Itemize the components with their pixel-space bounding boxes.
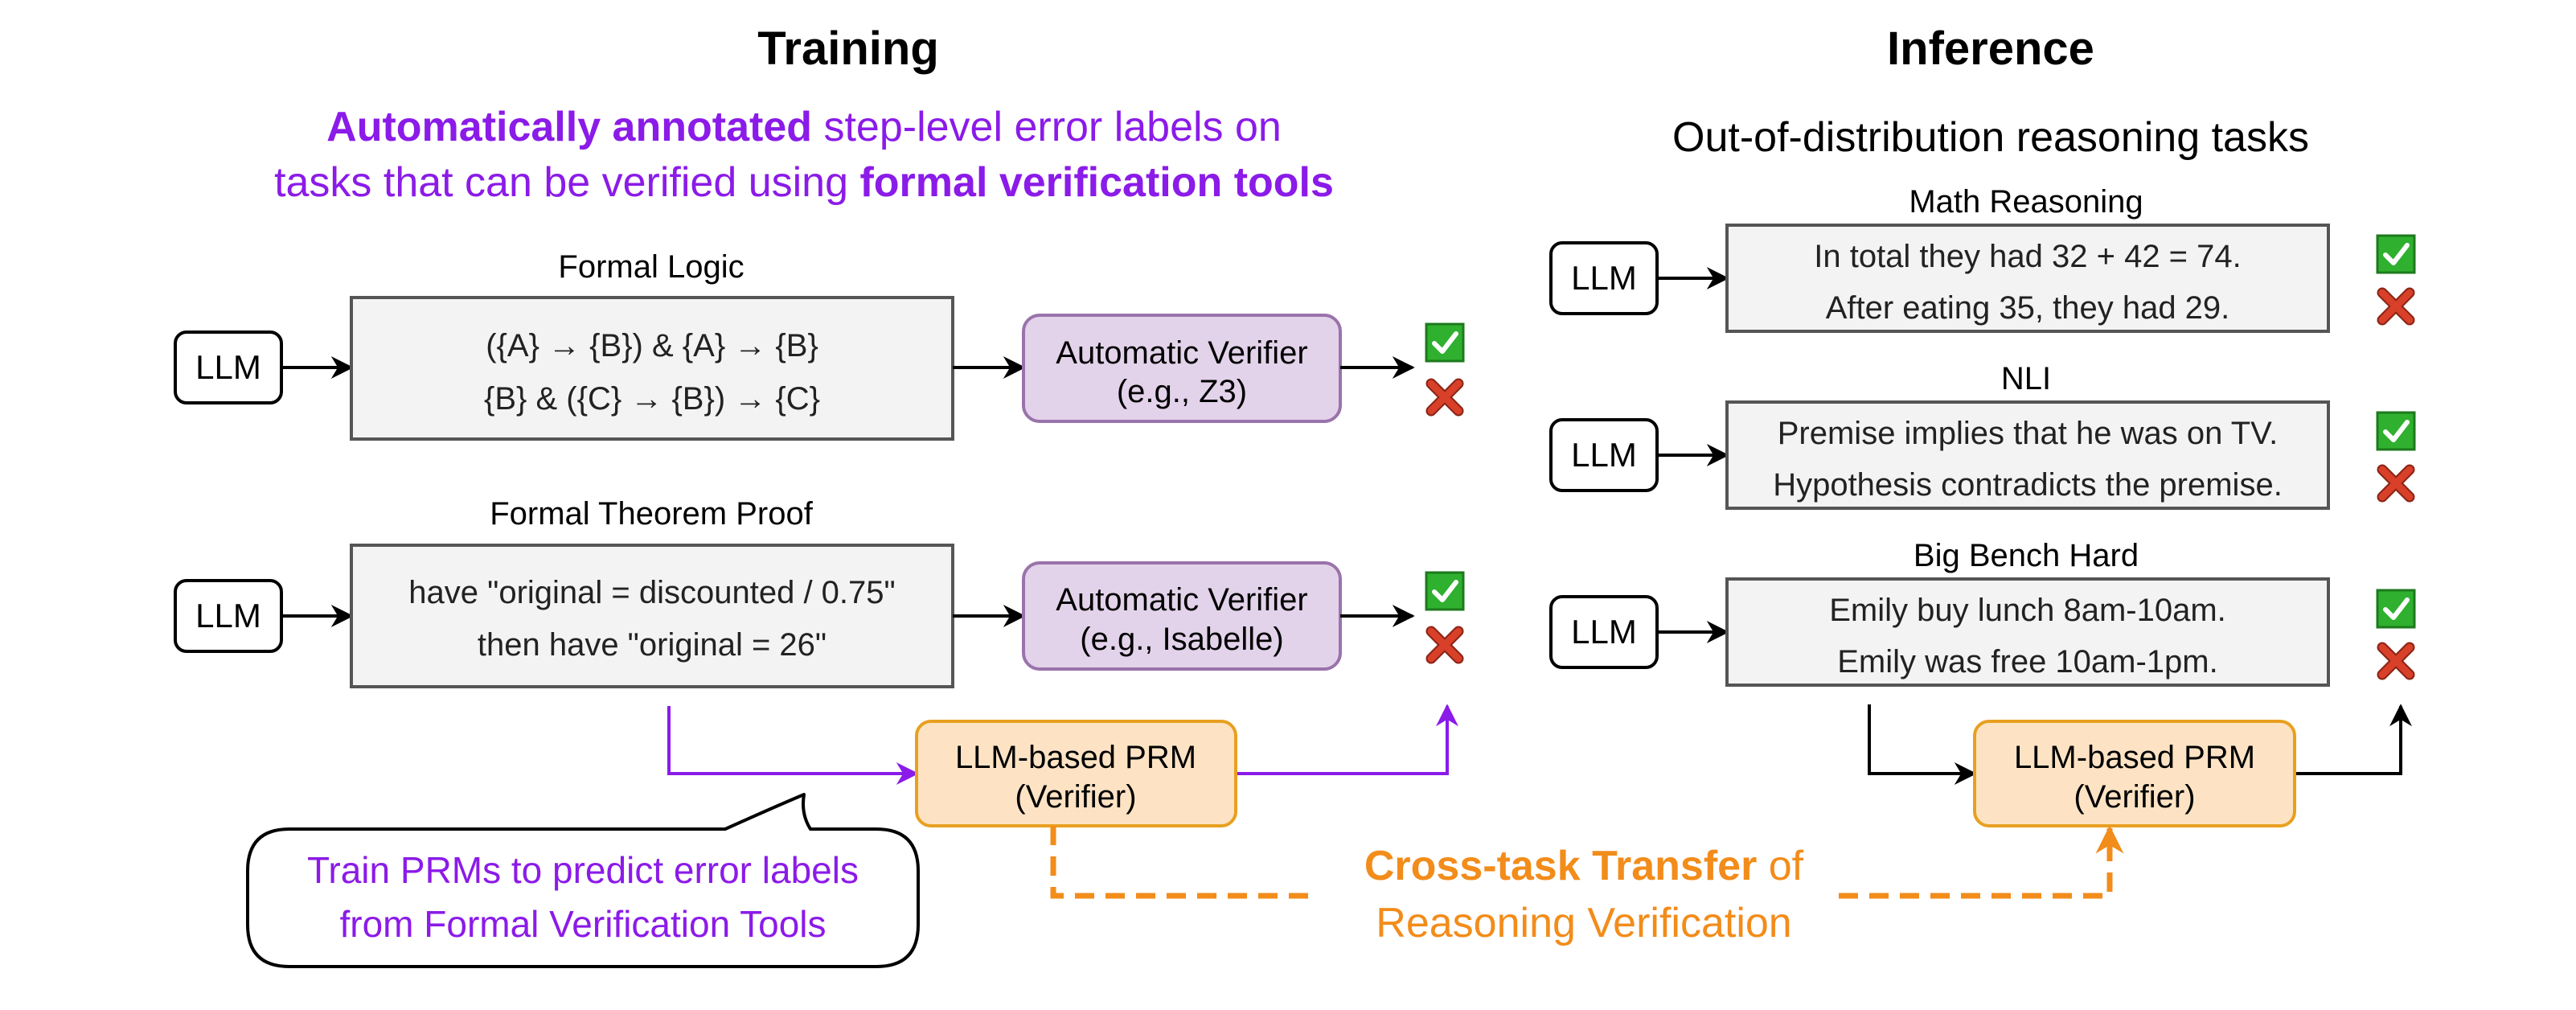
callout-line1: Train PRMs to predict error labels — [307, 849, 859, 891]
prm-training-line2: (Verifier) — [1015, 779, 1136, 815]
training-subtitle-line1: Automatically annotated step-level error… — [326, 104, 1282, 150]
cross-icon — [1431, 384, 1458, 411]
check-icon — [2377, 413, 2414, 450]
training-subtitle-rest1: step-level error labels on — [812, 104, 1282, 150]
math-line2: After eating 35, they had 29. — [1826, 290, 2230, 326]
nli-line2: Hypothesis contradicts the premise. — [1773, 467, 2283, 503]
formal-theorem-label: Formal Theorem Proof — [490, 496, 814, 532]
llm-label: LLM — [1571, 613, 1637, 651]
llm-label: LLM — [195, 348, 261, 386]
math-line1: In total they had 32 + 42 = 74. — [1814, 239, 2242, 274]
arrow-prm-to-inference-labels — [2295, 704, 2412, 775]
llm-box-nli: LLM — [1549, 418, 1659, 492]
formal-theorem-line2: then have "original = 26" — [478, 627, 827, 663]
arrow-bbh-to-prm — [1868, 704, 1977, 785]
llm-based-prm-training: LLM-based PRM (Verifier) — [915, 720, 1237, 827]
check-icon — [2377, 236, 2414, 273]
arrow-theorem-to-prm — [667, 706, 919, 785]
formal-logic-box: ({A} → {B}) & {A} → {B} {B} & ({C} → {B}… — [350, 296, 954, 441]
cross-icon — [2382, 293, 2410, 320]
cross-icon — [2382, 470, 2410, 497]
cross-icon — [1431, 631, 1458, 659]
prm-inference-line1: LLM-based PRM — [2014, 740, 2255, 775]
automatic-verifier-z3: Automatic Verifier (e.g., Z3) — [1022, 314, 1342, 423]
prm-inference-line2: (Verifier) — [2074, 779, 2195, 815]
training-subtitle-line2: tasks that can be verified using formal … — [274, 159, 1334, 206]
training-subtitle-plain2: tasks that can be verified using — [274, 159, 859, 206]
training-subtitle-bold2: formal verification tools — [859, 159, 1333, 206]
bbh-box: Emily buy lunch 8am-10am. Emily was free… — [1725, 577, 2330, 687]
arrow-prm-to-labels — [1236, 704, 1458, 775]
check-icon — [1426, 324, 1463, 361]
transfer-line1: Cross-task Transfer of — [1364, 843, 1804, 889]
math-reasoning-box: In total they had 32 + 42 = 74. After ea… — [1725, 224, 2330, 333]
task-label-nli: NLI — [2001, 361, 2051, 396]
bbh-line1: Emily buy lunch 8am-10am. — [1829, 593, 2226, 628]
verifier-isabelle-line2: (e.g., Isabelle) — [1080, 622, 1283, 657]
check-icon — [2377, 590, 2414, 627]
transfer-line2: Reasoning Verification — [1376, 900, 1791, 946]
verifier-z3-line1: Automatic Verifier — [1056, 335, 1307, 371]
formal-theorem-box: have "original = discounted / 0.75" then… — [350, 544, 954, 688]
inference-heading: Inference — [1887, 23, 2094, 75]
transfer-rest: of — [1757, 843, 1803, 889]
callout-line2: from Formal Verification Tools — [339, 903, 826, 945]
transfer-label-backdrop — [1312, 830, 1836, 950]
check-icon — [1426, 573, 1463, 610]
llm-box-formal-logic: LLM — [174, 331, 283, 404]
formal-logic-label: Formal Logic — [558, 249, 744, 285]
training-subtitle-bold1: Automatically annotated — [326, 104, 812, 150]
nli-box: Premise implies that he was on TV. Hypot… — [1725, 400, 2330, 510]
transfer-bold: Cross-task Transfer — [1364, 843, 1757, 889]
llm-label: LLM — [1571, 259, 1637, 297]
llm-label: LLM — [1571, 436, 1637, 474]
callout-bubble: Train PRMs to predict error labels from … — [246, 793, 920, 968]
nli-line1: Premise implies that he was on TV. — [1778, 416, 2279, 451]
automatic-verifier-isabelle: Automatic Verifier (e.g., Isabelle) — [1022, 561, 1342, 671]
task-label-bbh: Big Bench Hard — [1914, 538, 2139, 573]
task-label-math: Math Reasoning — [1909, 184, 2143, 220]
bbh-line2: Emily was free 10am-1pm. — [1837, 644, 2217, 679]
inference-subtitle: Out-of-distribution reasoning tasks — [1672, 114, 2309, 161]
cross-icon — [2382, 647, 2410, 675]
formal-logic-line2: {B} & ({C} → {B}) → {C} — [484, 381, 820, 417]
llm-box-bbh: LLM — [1549, 595, 1659, 669]
verifier-isabelle-line1: Automatic Verifier — [1056, 582, 1307, 618]
formal-logic-line1: ({A} → {B}) & {A} → {B} — [486, 328, 818, 363]
llm-based-prm-inference: LLM-based PRM (Verifier) — [1973, 720, 2296, 827]
prm-training-line1: LLM-based PRM — [955, 740, 1196, 775]
llm-box-formal-theorem: LLM — [174, 579, 283, 653]
training-heading: Training — [757, 23, 939, 75]
formal-theorem-line1: have "original = discounted / 0.75" — [408, 575, 895, 610]
llm-label: LLM — [195, 597, 261, 634]
llm-box-math: LLM — [1549, 241, 1659, 315]
verifier-z3-line2: (e.g., Z3) — [1117, 374, 1247, 409]
